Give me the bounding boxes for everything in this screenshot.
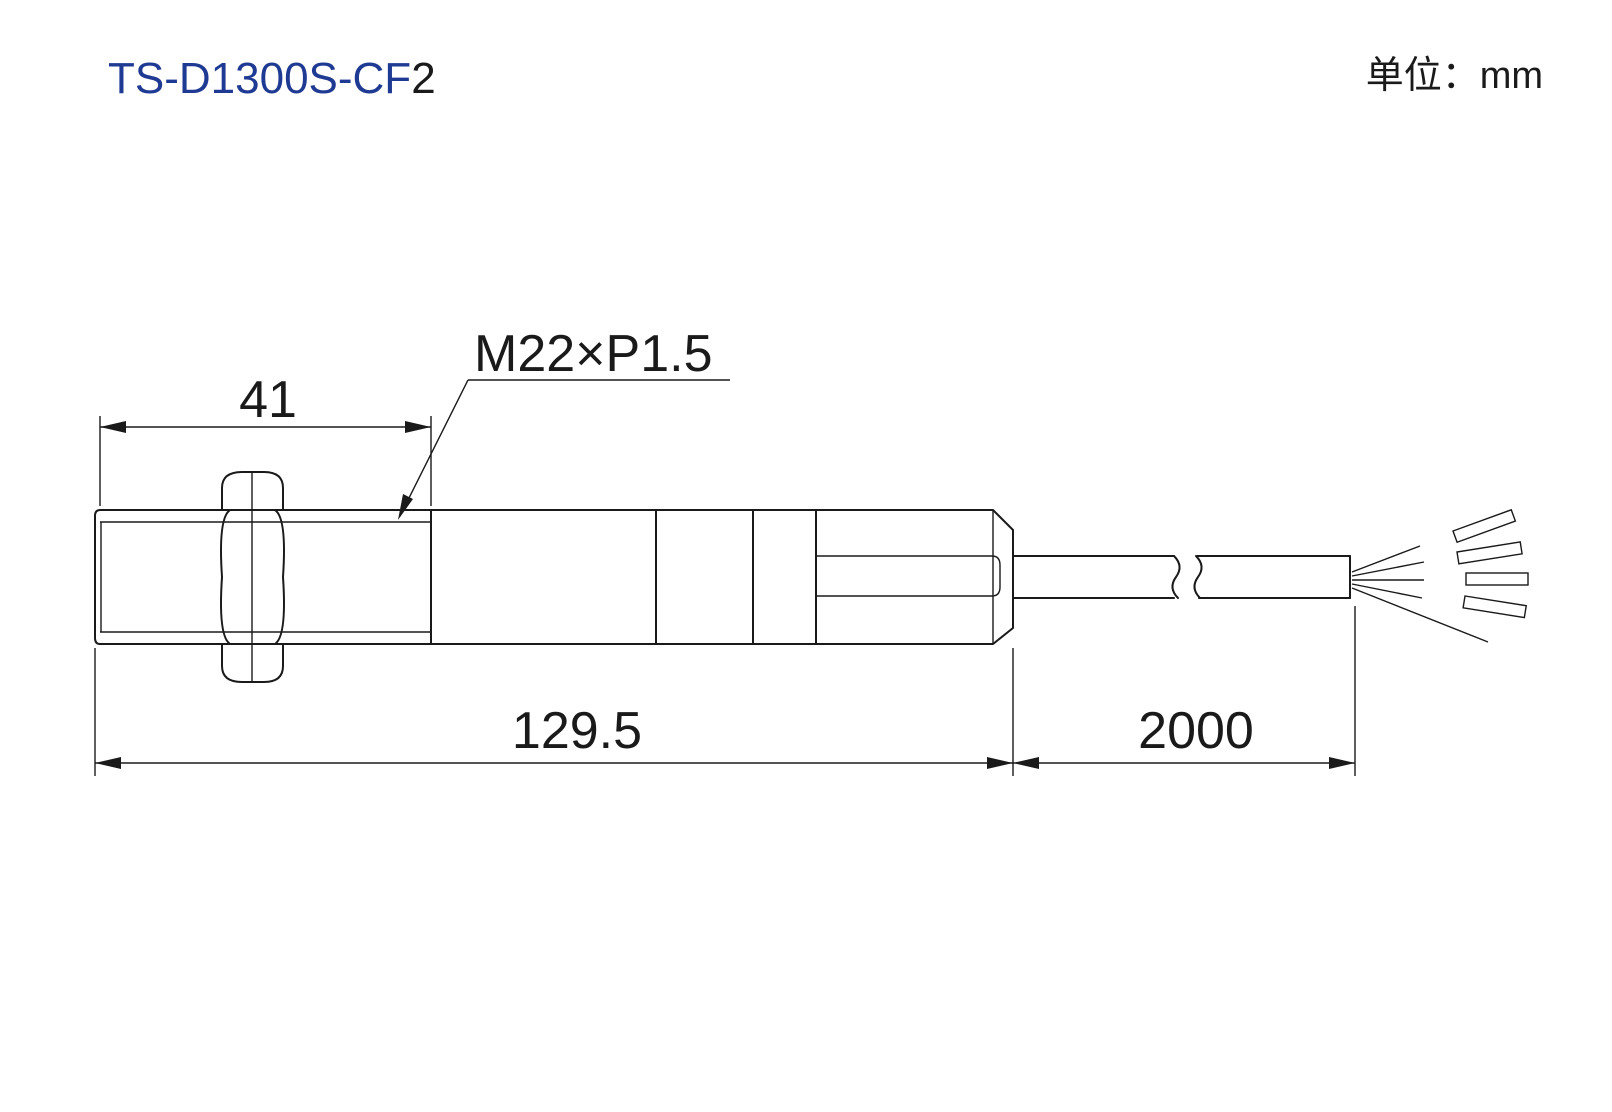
lead-wires [1351, 508, 1529, 643]
cable-length-value: 2000 [1138, 702, 1254, 760]
model-title-suffix: 2 [411, 54, 435, 103]
thread-length-value: 41 [239, 371, 297, 429]
strain-relief-recess [816, 555, 1001, 597]
threaded-section [94, 509, 432, 645]
sensor-body [94, 509, 1014, 645]
thread-spec-label: M22×P1.5 [474, 325, 713, 383]
wire-4-ferrule [1462, 595, 1528, 619]
wire-2-ferrule [1456, 541, 1523, 565]
cable [1012, 555, 1351, 599]
model-title: TS-D1300S-CF2 [108, 54, 436, 103]
shield-wire [1351, 587, 1489, 643]
thread-spec-callout: M22×P1.5 [398, 325, 730, 520]
dimension-thread-length: 41 [99, 371, 432, 506]
leader-diagonal [399, 379, 469, 517]
arrow-body-left [95, 757, 121, 769]
cable-break-left [1171, 555, 1181, 599]
wire-1-ferrule [1452, 508, 1517, 544]
hex-nut-top [221, 471, 284, 511]
arrow-cable-right [1329, 757, 1355, 769]
model-title-prefix: TS-D1300S-CF [108, 54, 411, 103]
hex-nut [220, 471, 285, 683]
unit-label: 单位：mm [1366, 55, 1543, 97]
main-housing [430, 509, 1014, 645]
arrow-cable-left [1013, 757, 1039, 769]
dimension-body-length: 129.5 [94, 648, 1014, 776]
body-length-value: 129.5 [512, 702, 642, 760]
dimension-cable-length: 2000 [1013, 606, 1356, 776]
arrow-body-right [987, 757, 1013, 769]
wire-4 [1351, 583, 1423, 599]
wire-2 [1351, 561, 1425, 577]
wire-3-ferrule [1465, 572, 1529, 586]
leader-arrow [398, 494, 413, 520]
cable-break-right [1193, 555, 1203, 599]
arrow-right [405, 421, 431, 433]
hex-nut-bottom [221, 643, 284, 683]
arrow-left [100, 421, 126, 433]
wire-1 [1351, 545, 1421, 573]
